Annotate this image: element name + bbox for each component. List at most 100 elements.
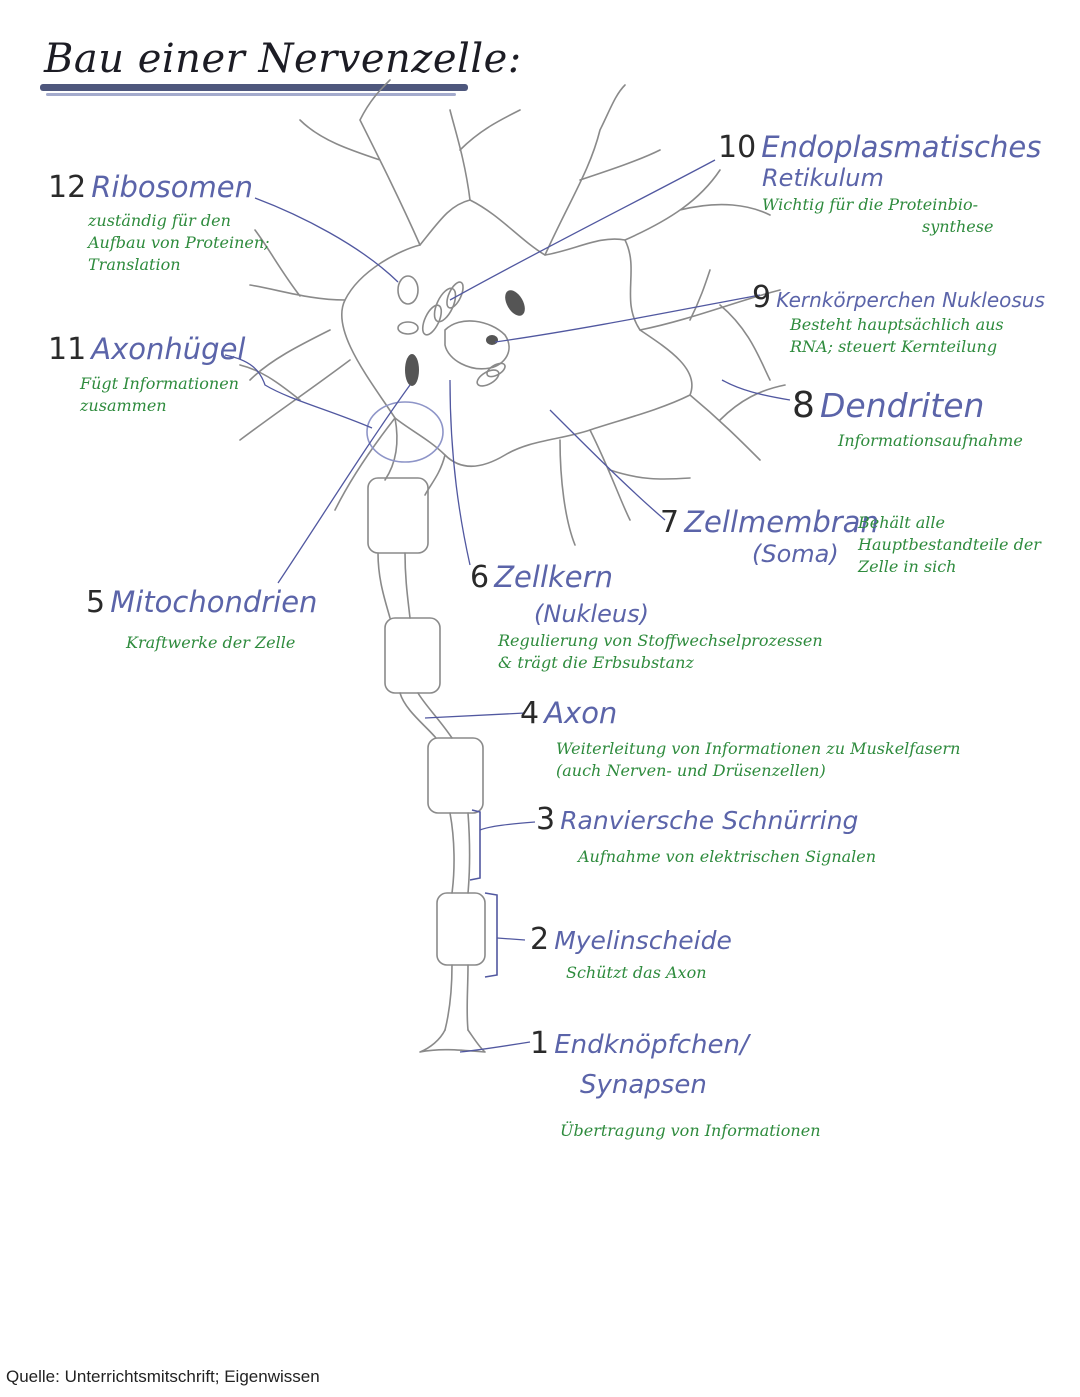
description-line: Behält alle bbox=[858, 513, 945, 532]
axon-hillock bbox=[384, 417, 446, 496]
label-number: 10 bbox=[718, 130, 757, 165]
axon bbox=[399, 692, 453, 739]
description-line: zusammen bbox=[80, 396, 167, 415]
label-6-description: Regulierung von Stoffwechselprozessen & … bbox=[498, 630, 823, 674]
dendrite bbox=[299, 79, 421, 246]
leader-line-7 bbox=[549, 409, 666, 521]
label-5-description: Kraftwerke der Zelle bbox=[126, 632, 295, 654]
leader-line-3 bbox=[479, 821, 536, 831]
label-7-zellmembran: 7 Zellmembran bbox=[660, 505, 879, 540]
description-line: Aufnahme von elektrischen Signalen bbox=[578, 847, 877, 866]
er-shape bbox=[421, 304, 443, 336]
description-line: Regulierung von Stoffwechselprozessen bbox=[498, 631, 823, 650]
description-line: RNA; steuert Kernteilung bbox=[790, 337, 998, 356]
label-2-myelinscheide: 2 Myelinscheide bbox=[530, 922, 732, 957]
label-number: 5 bbox=[86, 585, 106, 620]
axon-hillock-circle bbox=[366, 401, 444, 463]
label-3-ranvier: 3 Ranviersche Schnürring bbox=[536, 802, 858, 837]
description-line: Wichtig für die Proteinbio- bbox=[762, 195, 979, 214]
description-line: Schützt das Axon bbox=[566, 963, 707, 982]
label-number: 11 bbox=[48, 332, 87, 367]
description-line: Kraftwerke der Zelle bbox=[126, 633, 296, 652]
label-8-dendriten: 8 Dendriten bbox=[792, 385, 984, 426]
label-10-name-2: Retikulum bbox=[762, 164, 884, 192]
myelin-segment bbox=[436, 892, 486, 966]
myelin-bracket bbox=[484, 892, 498, 978]
label-12-description: zuständig für den Aufbau von Proteinen; … bbox=[88, 210, 270, 276]
label-11-description: Fügt Informationen zusammen bbox=[80, 373, 239, 417]
label-name: Ranviersche Schnürring bbox=[560, 806, 859, 835]
label-number: 3 bbox=[536, 802, 556, 837]
label-2-description: Schützt das Axon bbox=[566, 962, 707, 984]
label-10-er: 10 Endoplasmatisches bbox=[718, 130, 1041, 165]
leader-line-5 bbox=[277, 384, 411, 584]
label-4-description: Weiterleitung von Informationen zu Muske… bbox=[556, 738, 960, 782]
dendrite bbox=[559, 429, 691, 546]
source-note: Quelle: Unterrichtsmitschrift; Eigenwiss… bbox=[6, 1367, 320, 1386]
label-name: Myelinscheide bbox=[554, 926, 732, 955]
dendrite bbox=[544, 84, 661, 256]
label-8-description: Informationsaufnahme bbox=[838, 430, 1023, 452]
vesicle-shape bbox=[486, 362, 506, 378]
axon bbox=[444, 964, 469, 1031]
label-9-kernkoerperchen: 9 Kernkörperchen Nukleosus bbox=[752, 280, 1045, 315]
label-name: Kernkörperchen Nukleosus bbox=[776, 288, 1045, 312]
leader-line-11 bbox=[224, 354, 373, 429]
dendrite bbox=[249, 229, 346, 381]
label-11-axonhuegel: 11 Axonhügel bbox=[48, 332, 245, 367]
label-5-mitochondrien: 5 Mitochondrien bbox=[86, 585, 317, 620]
description-line: & trägt die Erbsubstanz bbox=[498, 653, 694, 672]
label-9-description: Besteht hauptsächlich aus RNA; steuert K… bbox=[790, 314, 1004, 358]
label-name: Zellmembran bbox=[684, 505, 879, 539]
ribosome-shape bbox=[397, 275, 419, 305]
dendrite bbox=[639, 269, 781, 381]
er-shape bbox=[433, 287, 457, 323]
leader-line-8 bbox=[721, 379, 791, 401]
axon-terminal bbox=[419, 1029, 486, 1053]
label-3-description: Aufnahme von elektrischen Signalen bbox=[578, 846, 876, 868]
label-number: 6 bbox=[470, 560, 490, 595]
leader-line-6 bbox=[449, 379, 471, 566]
leader-line-9 bbox=[494, 294, 761, 343]
myelin-segment bbox=[367, 477, 429, 554]
label-number: 4 bbox=[520, 696, 540, 731]
description-line: Zelle in sich bbox=[858, 557, 957, 576]
label-number: 8 bbox=[792, 385, 815, 426]
page-title: Bau einer Nervenzelle: bbox=[44, 36, 522, 82]
soma-outline bbox=[340, 199, 693, 467]
dendrite bbox=[689, 384, 786, 461]
myelin-segment bbox=[427, 737, 484, 814]
label-name: Axonhügel bbox=[91, 332, 246, 366]
vesicle-shape bbox=[476, 369, 500, 387]
label-name: Dendriten bbox=[820, 386, 985, 425]
label-name: Axon bbox=[544, 696, 618, 730]
label-number: 12 bbox=[48, 170, 87, 205]
label-name: Mitochondrien bbox=[110, 585, 318, 619]
leader-line-12 bbox=[254, 197, 399, 283]
description-line: zuständig für den bbox=[88, 211, 231, 230]
label-6-name-2: (Nukleus) bbox=[534, 600, 649, 628]
label-7-name-2: (Soma) bbox=[752, 540, 839, 568]
description-line: Aufbau von Proteinen; bbox=[88, 233, 270, 252]
dendrite bbox=[449, 109, 521, 201]
label-number: 9 bbox=[752, 280, 772, 315]
description-line: Fügt Informationen bbox=[80, 374, 239, 393]
dendrite bbox=[239, 359, 351, 441]
myelin-segment bbox=[384, 617, 441, 694]
description-line: Hauptbestandteile der bbox=[858, 535, 1041, 554]
leader-line-1 bbox=[459, 1041, 531, 1053]
label-name: Zellkern bbox=[494, 560, 613, 594]
description-line: Weiterleitung von Informationen zu Muske… bbox=[556, 739, 961, 758]
er-shape bbox=[446, 281, 464, 309]
dendrite bbox=[624, 169, 771, 241]
label-number: 1 bbox=[530, 1026, 550, 1061]
vesicle-shape bbox=[397, 321, 419, 335]
label-name: Ribosomen bbox=[91, 170, 253, 204]
title-underline-2 bbox=[46, 93, 456, 96]
label-4-axon: 4 Axon bbox=[520, 696, 617, 731]
description-line: Übertragung von Informationen bbox=[560, 1121, 821, 1140]
axon bbox=[377, 552, 411, 619]
description-line: (auch Nerven- und Drüsenzellen) bbox=[556, 761, 826, 780]
description-line: Besteht hauptsächlich aus bbox=[790, 315, 1004, 334]
